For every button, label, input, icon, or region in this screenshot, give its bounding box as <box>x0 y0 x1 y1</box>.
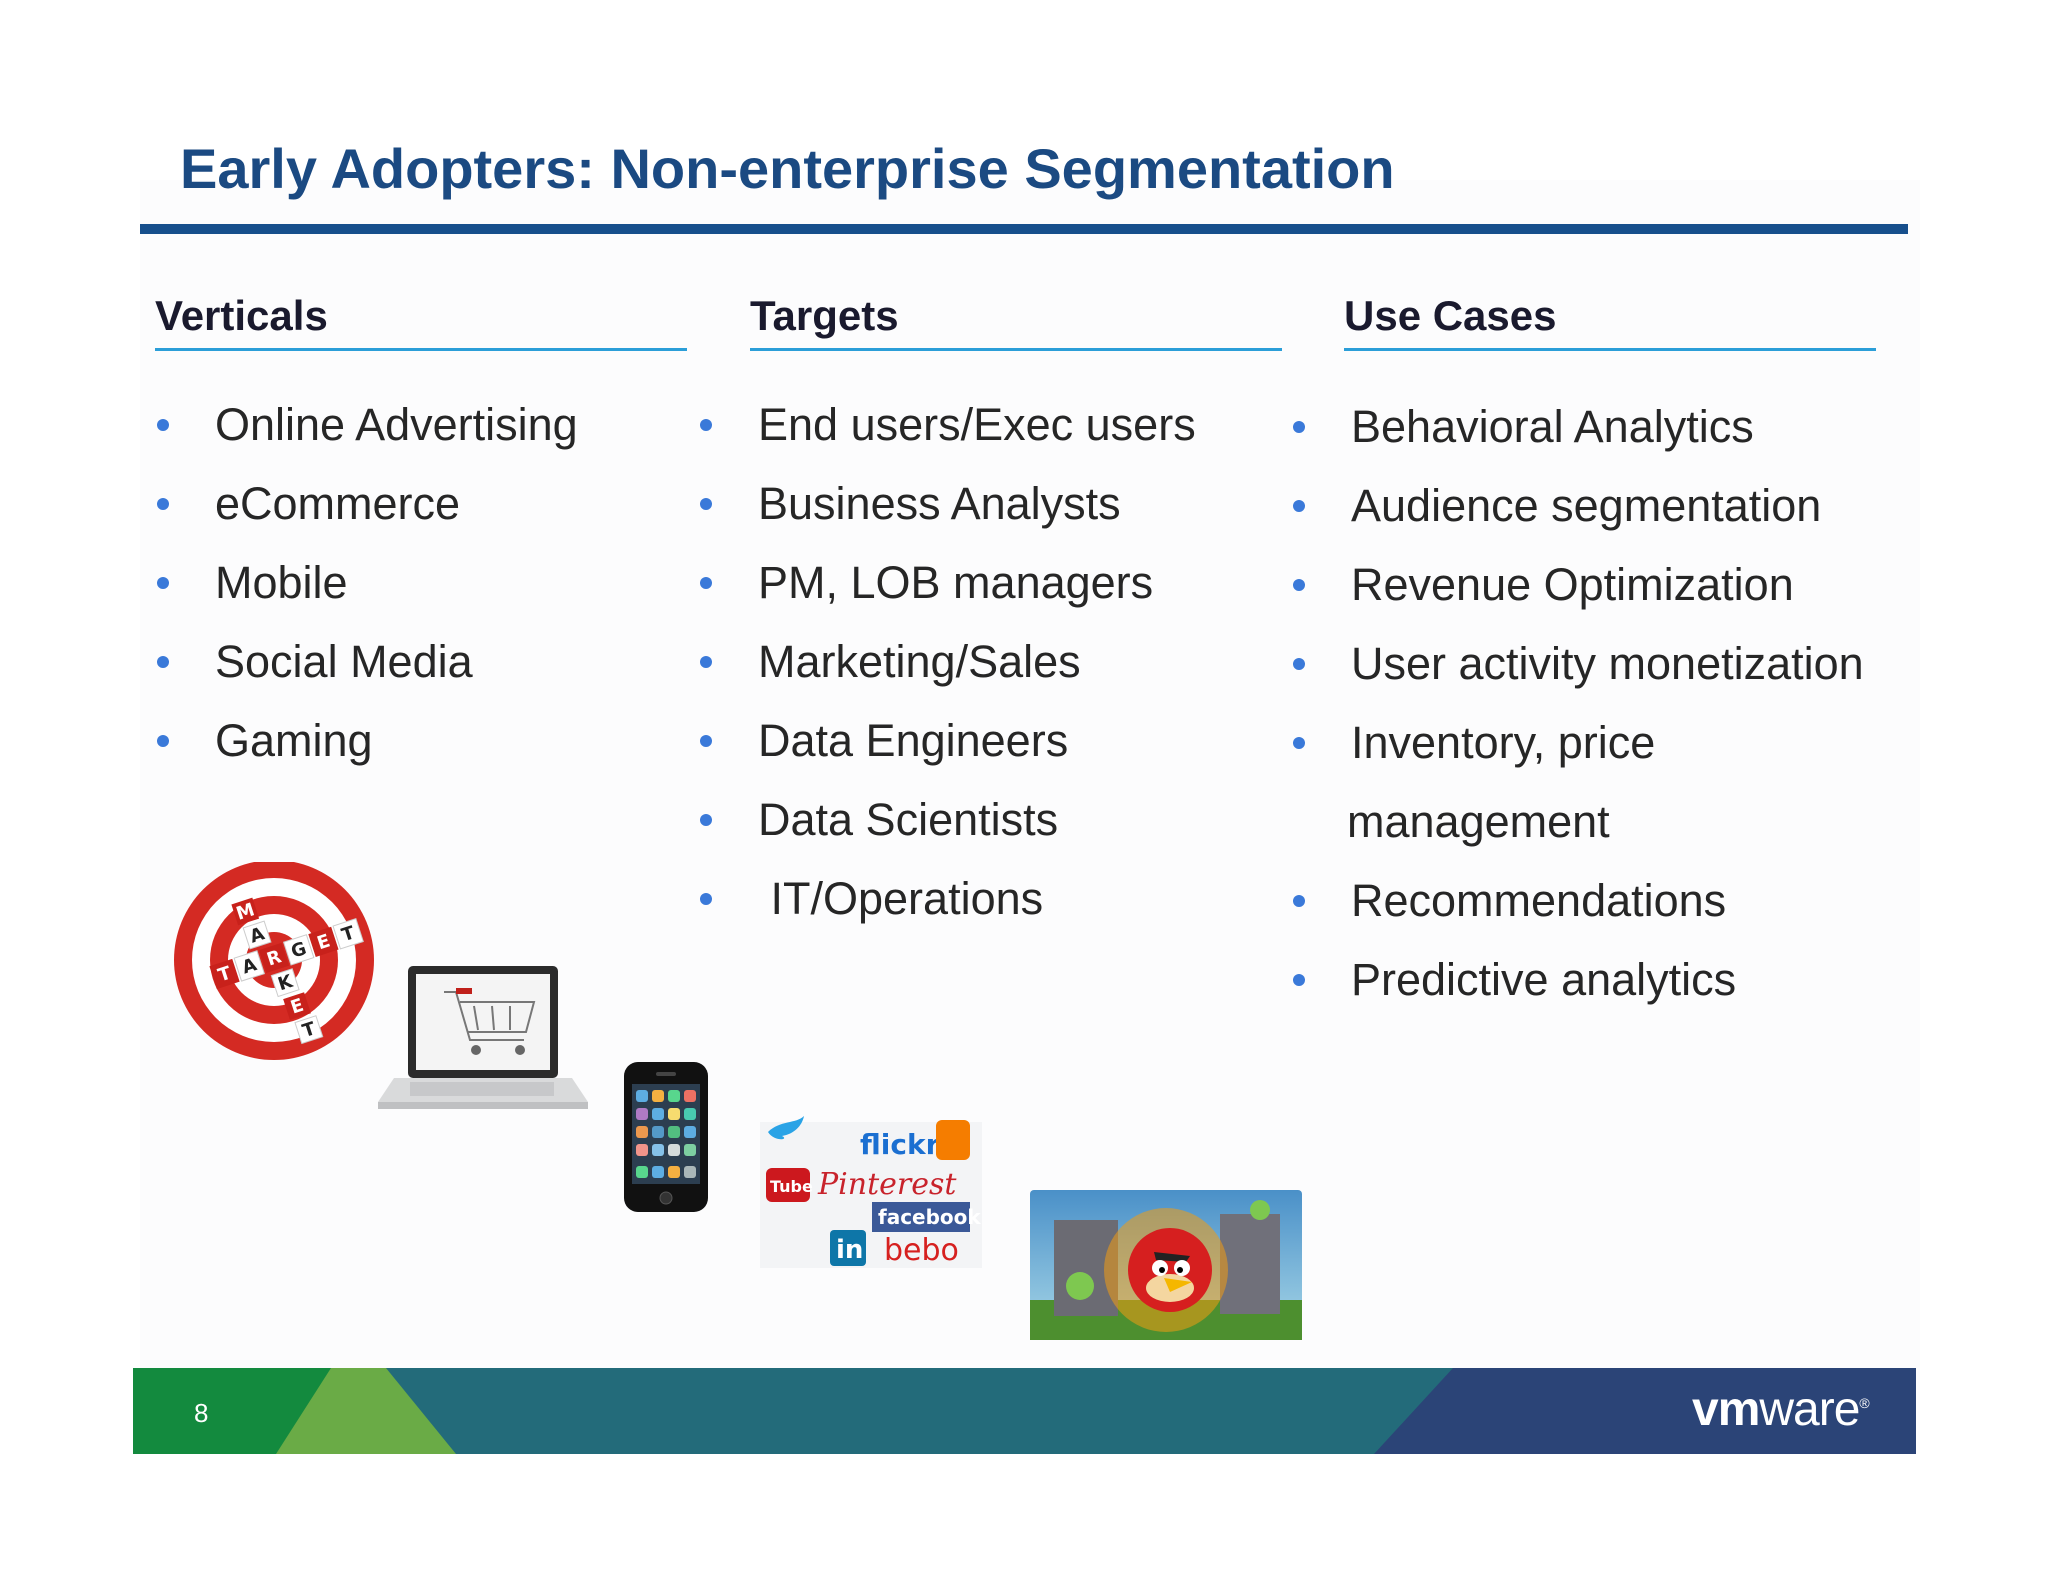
svg-text:A: A <box>247 923 267 947</box>
flickr-logo-text: flickr <box>860 1128 940 1161</box>
vmware-logo: vmware® <box>1692 1383 1870 1436</box>
slide-background <box>140 180 1920 1390</box>
svg-text:M: M <box>234 899 258 925</box>
bullet-icon <box>157 498 169 510</box>
bullet-icon <box>1293 737 1305 749</box>
svg-text:Tube: Tube <box>770 1177 813 1196</box>
list-item-continuation: management <box>1347 796 1610 847</box>
bullet-icon <box>1293 658 1305 670</box>
bullet-icon <box>1293 974 1305 986</box>
list-item: Data Engineers <box>700 715 1196 794</box>
twitter-icon <box>768 1116 804 1140</box>
column-heading-verticals: Verticals <box>155 292 328 339</box>
list-item: Behavioral Analytics <box>1293 401 1864 480</box>
bullet-icon <box>157 656 169 668</box>
bullet-icon <box>700 814 712 826</box>
pinterest-logo-text: Pinterest <box>817 1167 957 1202</box>
bullet-icon <box>1293 579 1305 591</box>
bebo-logo-text: bebo <box>884 1233 959 1268</box>
bullet-icon <box>1293 895 1305 907</box>
list-item: Online Advertising <box>157 399 578 478</box>
bullet-icon <box>700 577 712 589</box>
bullet-icon <box>700 498 712 510</box>
bullet-icon <box>1293 500 1305 512</box>
list-item: PM, LOB managers <box>700 557 1196 636</box>
list-item: Inventory, price <box>1293 717 1864 796</box>
verticals-list: Online Advertising eCommerce Mobile Soci… <box>157 399 578 794</box>
svg-text:R: R <box>264 946 284 970</box>
social-media-logos-picture: flickr Tube Pinterest facebook in bebo <box>760 1116 982 1268</box>
list-item: Data Scientists <box>700 794 1196 873</box>
bullet-icon <box>700 656 712 668</box>
bullet-icon <box>700 735 712 747</box>
list-item: Revenue Optimization <box>1293 559 1864 638</box>
column-rule-targets <box>750 348 1282 351</box>
list-item: End users/Exec users <box>700 399 1196 478</box>
svg-text:G: G <box>289 938 310 963</box>
target-market-picture: T A R G E T M A K E T <box>174 862 374 1060</box>
shopping-cart-laptop-picture <box>378 966 588 1109</box>
bullet-icon <box>700 893 712 905</box>
list-item: Gaming <box>157 715 578 794</box>
column-rule-use-cases <box>1344 348 1876 351</box>
targets-list: End users/Exec users Business Analysts P… <box>700 399 1196 952</box>
column-rule-verticals <box>155 348 687 351</box>
column-heading-use-cases: Use Cases <box>1344 292 1557 339</box>
title-divider <box>140 224 1908 234</box>
svg-text:A: A <box>240 954 260 978</box>
list-item: Social Media <box>157 636 578 715</box>
list-item: Audience segmentation <box>1293 480 1864 559</box>
footer-band <box>133 1368 1916 1454</box>
list-item: Mobile <box>157 557 578 636</box>
angry-birds-picture <box>1030 1190 1302 1340</box>
facebook-logo-text: facebook <box>878 1205 981 1229</box>
list-item: Recommendations <box>1293 875 1864 954</box>
list-item: Predictive analytics <box>1293 954 1864 1033</box>
slide-title: Early Adopters: Non-enterprise Segmentat… <box>180 137 1395 200</box>
smartphone-picture <box>624 1062 708 1212</box>
bullet-icon <box>157 735 169 747</box>
list-item: User activity monetization <box>1293 638 1864 717</box>
list-item: Marketing/Sales <box>700 636 1196 715</box>
column-heading-targets: Targets <box>750 292 899 339</box>
bullet-icon <box>1293 421 1305 433</box>
list-item: Business Analysts <box>700 478 1196 557</box>
use-cases-list: Behavioral Analytics Audience segmentati… <box>1293 401 1864 1033</box>
linkedin-logo-text: in <box>836 1235 863 1265</box>
list-item: eCommerce <box>157 478 578 557</box>
list-item: IT/Operations <box>700 873 1196 952</box>
page-number: 8 <box>194 1398 209 1428</box>
bullet-icon <box>157 419 169 431</box>
bullet-icon <box>700 419 712 431</box>
bullet-icon <box>157 577 169 589</box>
